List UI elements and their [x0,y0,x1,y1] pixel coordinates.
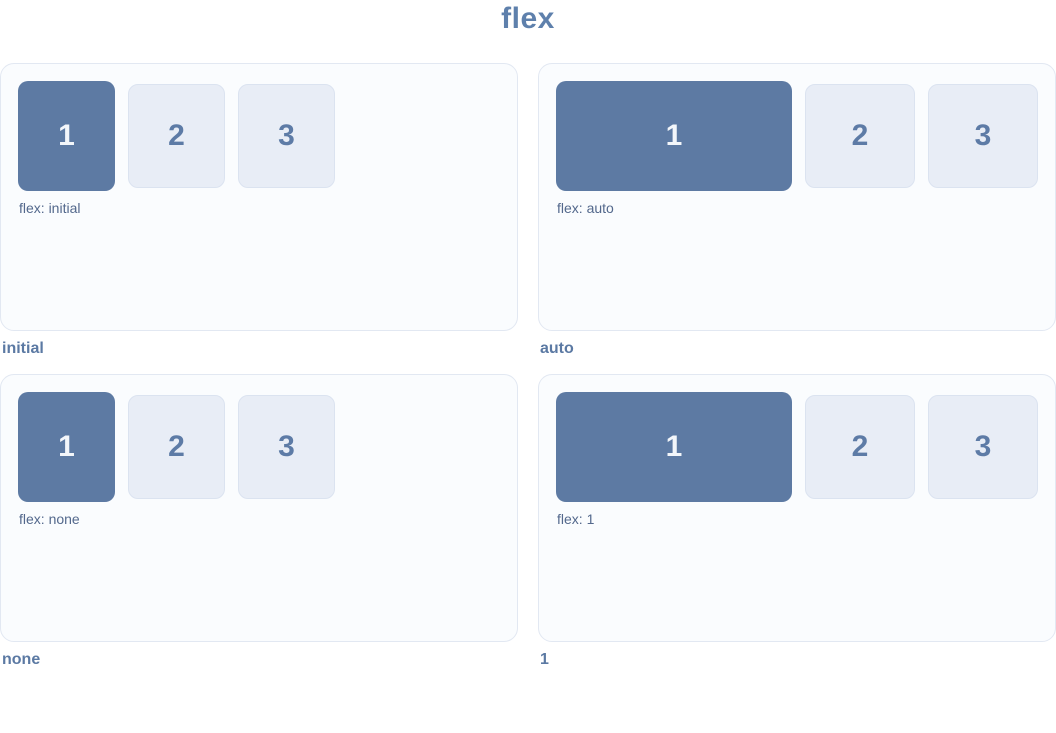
flex-value-label: flex: 1 [557,511,595,527]
panel-auto: 1 2 3 flex: auto [538,63,1056,331]
flex-item-1: 1 [556,81,792,191]
flex-row: 1 2 3 [18,392,500,502]
page-header: flex [0,0,1056,63]
demo-cell-1: 1 2 3 flex: 1 1 [538,374,1056,685]
demo-grid: 1 2 3 flex: initial initial 1 2 3 flex: … [0,63,1056,685]
panel-1: 1 2 3 flex: 1 [538,374,1056,642]
flex-item-2: 2 [128,395,225,499]
flex-item-1: 1 [556,392,792,502]
flex-value-label: flex: initial [19,200,81,216]
panel-caption: 1 [540,651,549,668]
flex-value-label: flex: auto [557,200,614,216]
flex-item-3: 3 [238,395,335,499]
demo-cell-none: 1 2 3 flex: none none [0,374,518,685]
panel-caption: none [2,651,41,668]
flex-item-3: 3 [928,84,1038,188]
flex-item-2: 2 [805,84,915,188]
flex-row: 1 2 3 [556,392,1038,502]
flex-item-1: 1 [18,392,115,502]
flex-item-1: 1 [18,81,115,191]
panel-caption: initial [2,340,44,357]
flex-item-3: 3 [928,395,1038,499]
flex-item-2: 2 [805,395,915,499]
flex-value-label: flex: none [19,511,80,527]
page-title: flex [501,2,555,35]
panel-caption: auto [540,340,574,357]
flex-item-3: 3 [238,84,335,188]
demo-cell-initial: 1 2 3 flex: initial initial [0,63,518,374]
flex-item-2: 2 [128,84,225,188]
demo-cell-auto: 1 2 3 flex: auto auto [538,63,1056,374]
flex-row: 1 2 3 [18,81,500,191]
panel-none: 1 2 3 flex: none [0,374,518,642]
panel-initial: 1 2 3 flex: initial [0,63,518,331]
flex-row: 1 2 3 [556,81,1038,191]
